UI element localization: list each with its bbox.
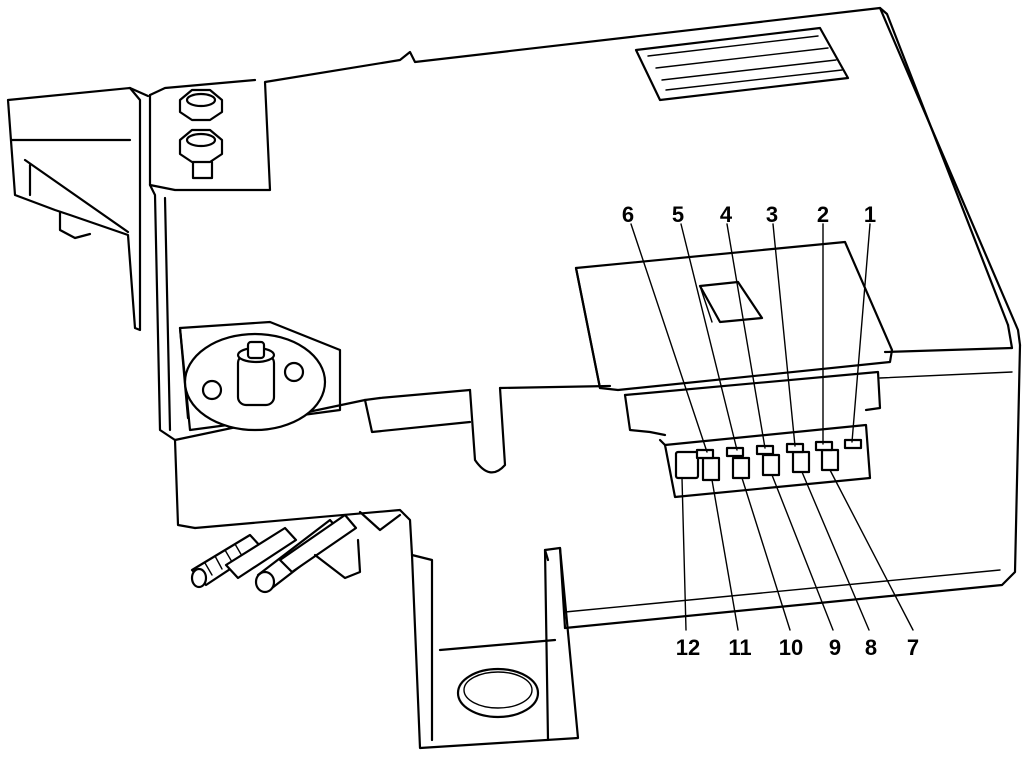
callout-2: 2 xyxy=(817,202,829,227)
callout-5: 5 xyxy=(672,202,684,227)
callout-9: 9 xyxy=(829,635,841,660)
bolt-upper xyxy=(178,88,224,122)
callout-7: 7 xyxy=(907,635,919,660)
callout-12: 12 xyxy=(676,635,700,660)
bottom-tab xyxy=(410,546,580,750)
callout-6: 6 xyxy=(622,202,634,227)
callout-leaders xyxy=(630,223,914,631)
bolt-lower xyxy=(178,128,224,180)
callout-labels-bottom: 12 11 10 9 8 7 xyxy=(676,635,919,660)
connector-housing xyxy=(574,240,894,499)
callout-10: 10 xyxy=(779,635,803,660)
vent-grille xyxy=(634,26,850,102)
callout-3: 3 xyxy=(766,202,778,227)
callout-labels-top: 6 5 4 3 2 1 xyxy=(622,202,876,227)
mounting-pad xyxy=(178,320,342,432)
callout-4: 4 xyxy=(720,202,733,227)
slot-groove xyxy=(363,386,507,474)
callout-8: 8 xyxy=(865,635,877,660)
bottom-studs xyxy=(190,510,402,594)
callout-1: 1 xyxy=(864,202,876,227)
module-housing xyxy=(6,6,1022,630)
callout-11: 11 xyxy=(728,635,751,660)
